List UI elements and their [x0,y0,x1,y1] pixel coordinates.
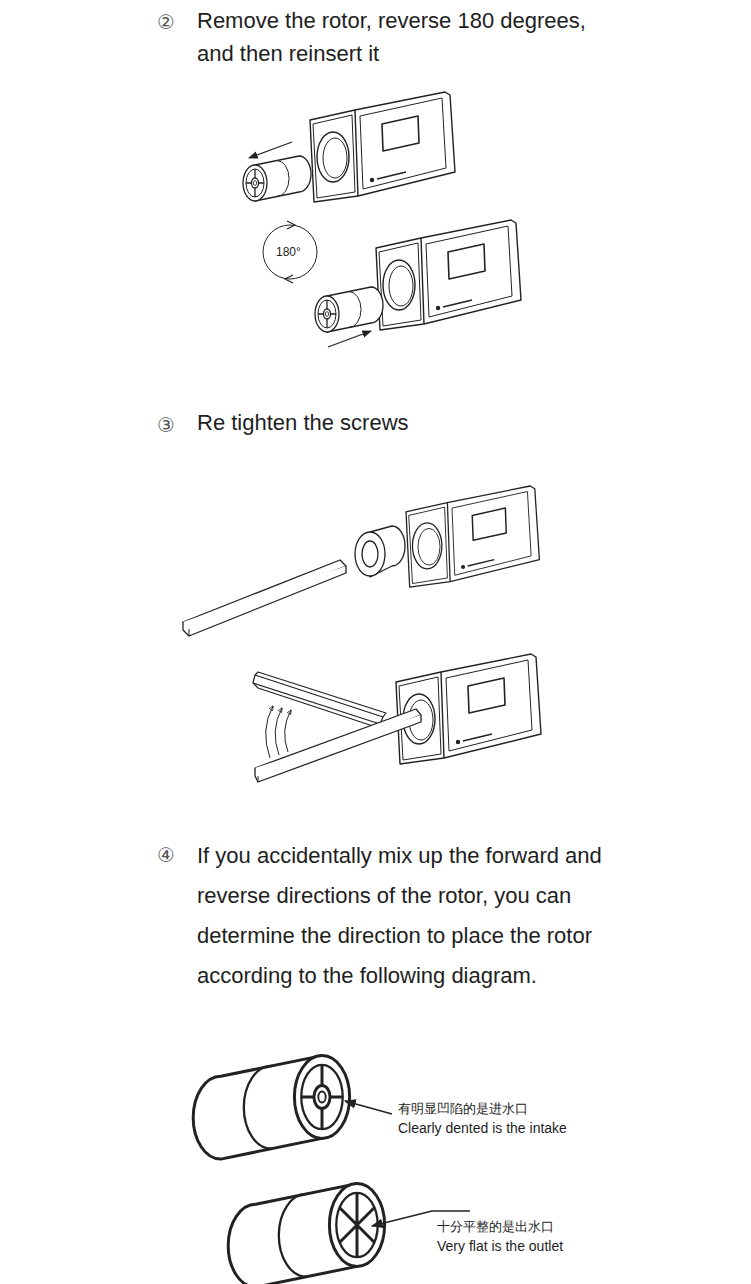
step-text: Remove the rotor, reverse 180 degrees, a… [197,4,612,70]
callout-label: Very flat is the outlet [437,1237,563,1255]
hex-wrench-ghost [253,672,386,729]
callout-number: ③ [157,411,175,439]
rotation-circle [263,225,317,279]
rotation-arrows [266,706,291,758]
rotor [315,287,383,332]
leader-line [345,1101,392,1114]
step2-figure [243,92,521,347]
step3-figure [183,486,541,782]
callout-label: Clearly dented is the intake [398,1119,567,1137]
rotor-outlet [228,1184,384,1284]
step-text: Re tighten the screws [197,408,617,438]
callout-number: ④ [157,841,175,869]
direction-arrow [328,331,371,347]
step4-figure [193,1056,470,1284]
direction-arrow [249,142,292,158]
rotation-arrowhead [287,221,295,229]
temperature-device [376,220,521,330]
rotation-arrowhead [285,275,293,283]
rotor [243,156,311,201]
step-text: If you accidentally mix up the forward a… [197,836,639,996]
hex-wrench [255,709,421,782]
temperature-device [310,92,455,202]
callout-number: ② [157,8,175,36]
rotor-ring [355,526,405,577]
callout-label: 有明显凹陷的是进水口 [398,1100,528,1118]
temperature-device [406,486,539,587]
temperature-device [396,654,541,764]
rotor-intake [193,1056,349,1160]
angle-label: 180° [276,244,301,260]
hex-wrench [183,560,346,636]
callout-label: 十分平整的是出水口 [437,1218,554,1236]
